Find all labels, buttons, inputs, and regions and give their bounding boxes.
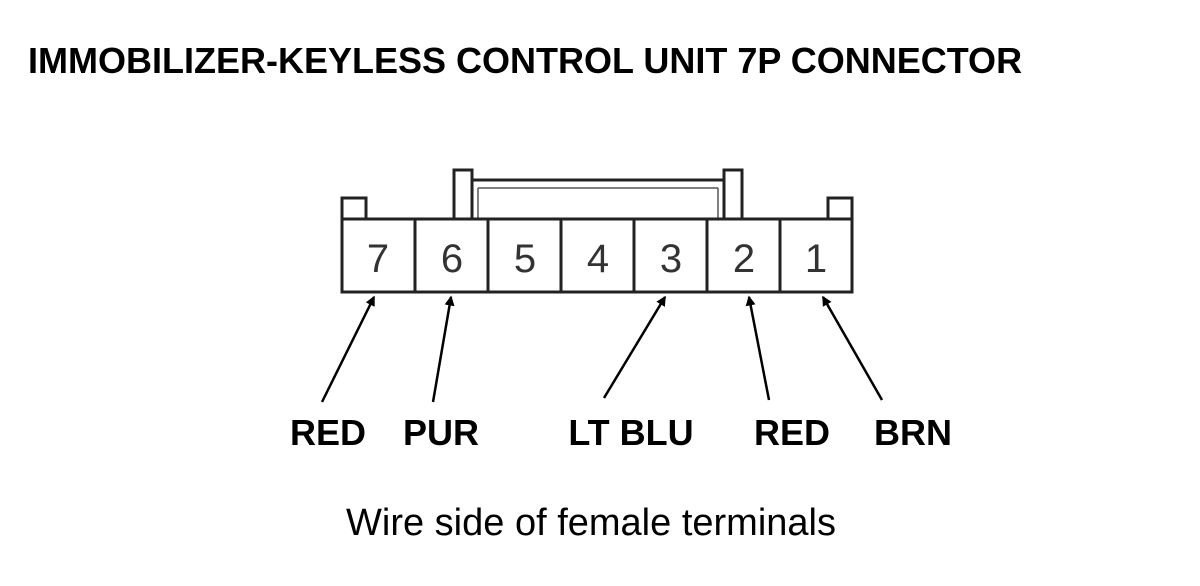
arrow-pin-6 — [431, 295, 455, 403]
wire-label-pin-6: PUR — [403, 412, 479, 453]
wire-label-pin-7: RED — [290, 412, 366, 453]
pin-number-1: 1 — [805, 237, 827, 281]
pin-number-4: 4 — [587, 237, 609, 281]
pin-number-2: 2 — [733, 237, 755, 281]
diagram-caption: Wire side of female terminals — [346, 502, 836, 544]
diagram-title: IMMOBILIZER-KEYLESS CONTROL UNIT 7P CONN… — [28, 40, 1023, 81]
wire-label-pin-3: LT BLU — [568, 412, 693, 453]
arrow-pin-3 — [602, 295, 667, 399]
arrow-pin-2 — [745, 295, 771, 401]
wire-labels: RED PUR LT BLU RED BRN — [290, 412, 952, 453]
wire-label-pin-1: BRN — [874, 412, 952, 453]
arrow-pin-1 — [821, 295, 884, 401]
pin-number-3: 3 — [660, 237, 682, 281]
pin-number-5: 5 — [514, 237, 536, 281]
leader-arrows — [320, 295, 884, 403]
pin-number-6: 6 — [441, 237, 463, 281]
pin-numbers: 7 6 5 4 3 2 1 — [367, 237, 827, 281]
wire-label-pin-2: RED — [754, 412, 830, 453]
arrow-pin-7 — [320, 295, 376, 403]
connector-housing — [340, 168, 854, 294]
pin-number-7: 7 — [367, 237, 389, 281]
